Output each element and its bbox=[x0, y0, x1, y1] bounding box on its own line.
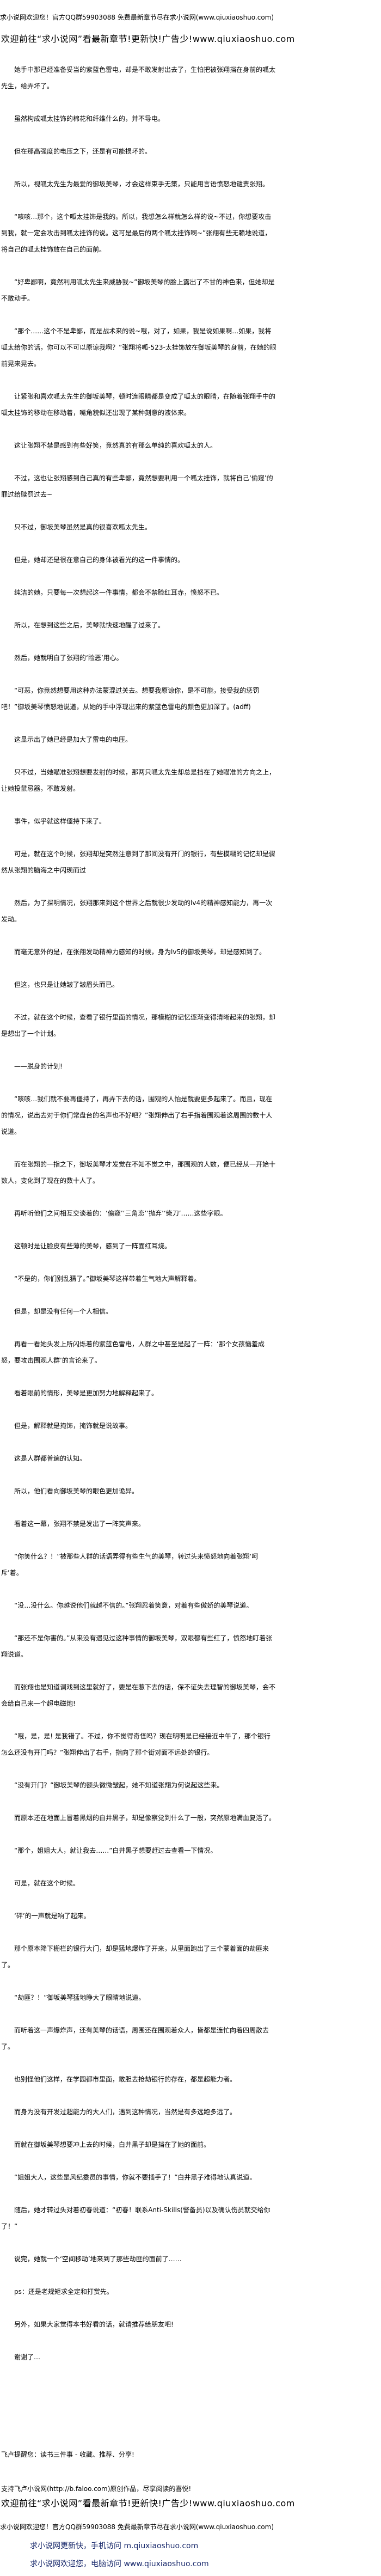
paragraph: “劫匪？！”御坂美琴猛地睁大了眼睛地说道。 bbox=[14, 1994, 145, 2001]
paragraph: 也别怪他们这样，在学园都市里面，敢胆去抢劫银行的存在，都是超能力者。 bbox=[14, 2076, 237, 2083]
paragraph: 虽然构成呱太挂饰的棉花和纤维什么的，并不导电。 bbox=[14, 115, 165, 123]
paragraph: 随后，她才转过头对着初春说道：“初春！联系Anti-Skills(警备员)以及确… bbox=[1, 2206, 271, 2230]
paragraph: 但是，她却还是很在意自己的身体被看光的这一件事情的。 bbox=[14, 556, 185, 564]
paragraph: 这顿时是让脸皮有些薄的美琴，感到了一阵面红耳烧。 bbox=[14, 1242, 171, 1250]
paragraph: 那个原本降下栅栏的银行大门，却是猛地爆炸了开来，从里面跑出了三个蒙着面的劫匪来了… bbox=[1, 1945, 269, 1969]
paragraph: ‘砰’的一声就是响了起来。 bbox=[14, 1912, 90, 1920]
paragraph: “咳咳…那个，这个呱太挂饰是我的。所以，我想怎么样就怎么样的说~不过，你想要攻击… bbox=[1, 213, 272, 253]
paragraph: ——脱身的计划! bbox=[14, 1063, 63, 1070]
paragraph: “咳咳…我们就不要再僵持了，再弄下去的话，围观的人怕是就要更多起来了。而且，现在… bbox=[1, 1095, 273, 1136]
mobile-access-link[interactable]: 求小说网更新快，手机访问 m.qiuxiaoshuo.com bbox=[30, 2542, 199, 2550]
paragraph: “那还不是你害的。”从来没有遇见过这种事情的御坂美琴，双眼都有些红了，愤怒地盯着… bbox=[1, 1634, 273, 1658]
paragraph: 这显示出了她已经是加大了雷电的电压。 bbox=[14, 736, 132, 743]
paragraph: 说完，她就一个‘空间移动’地来到了那些劫匪的面前了…… bbox=[14, 2255, 182, 2263]
paragraph: “不是的，你们别乱猜了。”御坂美琴这样带着生气地大声解释着。 bbox=[14, 1275, 201, 1283]
reading-reminder: 飞卢提醒您：读书三件事 - 收藏、推荐、分享! bbox=[1, 2451, 134, 2458]
paragraph: “没有开门？”御坂美琴的额头微微皱起，她不知道张翔为何说起这些来。 bbox=[14, 1781, 224, 1789]
paragraph: 她手中那已经准备妥当的紫蓝色雷电，却是不敢发射出去了，生怕把被张翔挡在身前的呱太… bbox=[1, 66, 276, 90]
promo-banner-bottom: 欢迎前往“求小说网”看最新章节!更新快!广告少!www.qiuxiaoshuo.… bbox=[1, 2498, 295, 2508]
paragraph: “你笑什么？！”被那些人群的话语弄得有些生气的美琴，转过头来愤怒地向着张翔‘呵斥… bbox=[1, 1553, 259, 1577]
paragraph: 纯洁的她，只要每一次想起这一件事情，都会不禁脸红耳赤，愤怒不已。 bbox=[14, 589, 224, 596]
paragraph: 而毫无意外的是，在张翔发动精神力感知的时候，身为lv5的御坂美琴，却是感知到了。 bbox=[14, 948, 266, 956]
site-notice-bottom: 求小说网欢迎您！官方QQ群59903088 免费最新章节尽在求小说网(www.q… bbox=[0, 2523, 274, 2531]
paragraph: 只不过，当她瞄准张翔想要发射的时候，那两只呱太先生却总是挡在了她瞄准的方向之上，… bbox=[1, 768, 276, 792]
paragraph: 再听听他们之间相互交谈着的：‘偷窥’‘三角恋’‘抛弃’‘柴刀’……这些字眼。 bbox=[14, 1210, 227, 1217]
promo-banner-top: 欢迎前往“求小说网”看最新章节!更新快!广告少!www.qiuxiaoshuo.… bbox=[1, 34, 295, 44]
support-faloo-note: 支持飞卢小说网(http://b.faloo.com)原创作品，尽享阅读的喜悦! bbox=[1, 2485, 192, 2493]
paragraph: 看着眼前的情形，美琴是更加努力地解释起来了。 bbox=[14, 1389, 158, 1397]
paragraph: 而张翔也是知道调戏到这里就好了，要是在惹下去的话，保不证失去理智的御坂美琴，会不… bbox=[1, 1683, 276, 1707]
paragraph: 这让张翔不禁是感到有些好笑，竟然真的有那么单纯的喜欢呱太的人。 bbox=[14, 442, 217, 449]
paragraph: 而就在御坂美琴想要冲上去的时候，白井黑子却是挡在了她的面前。 bbox=[14, 2141, 211, 2148]
paragraph: 事件，似乎就这样僵持下来了。 bbox=[14, 817, 106, 825]
paragraph: 然后，为了探明情况，张翔那来到这个世界之后就很少发动的lv4的精神感知能力，再一… bbox=[1, 899, 273, 923]
paragraph: 所以，在想到这些之后，美琴就快速地醒了过来了。 bbox=[14, 621, 165, 629]
paragraph: “可恶，你竟然想要用这种办法蒙混过关去。想要我原谅你，是不可能，接受我的惩罚吧！… bbox=[1, 687, 260, 711]
paragraph: 谢谢了… bbox=[14, 2353, 41, 2361]
paragraph: 可是，就在这个时候，张翔却是突然注意到了那间没有开门的银行，有些模糊的记忆却是骤… bbox=[1, 850, 276, 874]
paragraph: 但是，解释就是掩饰，掩饰就是说故事。 bbox=[14, 1422, 132, 1430]
paragraph: 所以，视呱太先生为最爱的御坂美琴，才会这样束手无策，只能用言语愤怒地谴责张翔。 bbox=[14, 180, 269, 188]
paragraph: 而身为没有开发过超能力的大人们，遇到这种情况，当然是有多远跑多远了。 bbox=[14, 2108, 237, 2116]
paragraph: “那个，姐姐大人，就让我去……”白井黑子想要赶过去查看一下情况。 bbox=[14, 1847, 217, 1854]
paragraph: 然后，她就明白了张翔的‘险恶’用心。 bbox=[14, 654, 123, 662]
paragraph: ps：还是老规矩求全定和打赏先。 bbox=[14, 2288, 113, 2296]
paragraph: 另外，如果大家觉得本书好看的话，就请推荐给朋友吧! bbox=[14, 2321, 174, 2328]
paragraph: 让紧张和喜欢呱太先生的御坂美琴，顿时连眼睛都是变成了呱太的眼睛，在随着张翔手中的… bbox=[1, 393, 276, 417]
paragraph: 看着这一幕，张翔不禁是发出了一阵笑声来。 bbox=[14, 1520, 145, 1528]
paragraph: 而原本还在地面上冒着黑烟的白井黑子，却是像察觉到什么了一般，突然原地满血复活了。 bbox=[14, 1814, 276, 1822]
paragraph: “哦，是，是! 是我错了。不过，你不觉得奇怪吗？现在明明是已经接近中午了，那个银… bbox=[1, 1732, 271, 1756]
paragraph: 这是人群都普遍的认知。 bbox=[14, 1455, 87, 1462]
paragraph: “好卑鄙啊，竟然利用呱太先生来威胁我~”御坂美琴的脸上露出了不甘的神色来，但她却… bbox=[1, 278, 275, 302]
paragraph: “那个……这个不是卑鄙，而是战术来的说~哦，对了，如果，我是说如果啊…如果，我将… bbox=[1, 327, 276, 368]
paragraph: 不过，就在这个时候，查看了银行里面的情况，那模糊的记忆逐渐变得清晰起来的张翔，却… bbox=[1, 1014, 276, 1037]
paragraph: 而在张翔的一指之下，御坂美琴才发觉在不知不觉之中，那围观的人数，便已经从一开始十… bbox=[1, 1161, 276, 1185]
paragraph: 不过，这也让张翔感到自己真的有些卑鄙，竟然想要利用一个呱太挂饰，就将自己‘偷窥’… bbox=[1, 474, 273, 498]
paragraph: 所以，他们看向御坂美琴的眼色更加诡异。 bbox=[14, 1487, 139, 1495]
paragraph: 但在那高强度的电压之下，还是有可能损坏的。 bbox=[14, 148, 152, 155]
desktop-access-link[interactable]: 求小说网欢迎您，电脑访问 www.qiuxiaoshuo.com bbox=[30, 2560, 209, 2568]
site-notice-top: 求小说网欢迎您！官方QQ群59903088 免费最新章节尽在求小说网(www.q… bbox=[0, 14, 274, 21]
paragraph: 可是，就在这个时候。 bbox=[14, 1879, 80, 1887]
paragraph: “姐姐大人，这些是风纪委员的事情，你就不要插手了！”白井黑子难得地认真说道。 bbox=[14, 2174, 256, 2181]
paragraph: 但这，也只是让她皱了皱眉头而已。 bbox=[14, 981, 119, 988]
paragraph: 只不过，御坂美琴虽然是真的很喜欢呱太先生。 bbox=[14, 523, 152, 531]
paragraph: 而听着这一声爆炸声，还有美琴的话语，周围还在围观着众人，皆都是连忙向着四周散去了… bbox=[1, 2026, 269, 2050]
chapter-content: 她手中那已经准备妥当的紫蓝色雷电，却是不敢发射出去了，生怕把被张翔挡在身前的呱太… bbox=[1, 62, 276, 2382]
paragraph: 但是，却是没有任何一个人相信。 bbox=[14, 1308, 113, 1315]
paragraph: 再看一看她头发上所闪烁着的紫蓝色雷电，人群之中甚至是起了一阵：‘那个女孩恼羞成怒… bbox=[1, 1340, 265, 1364]
paragraph: “没…没什么。你越说他们就越不信的。”张翔忍着笑意，对着有些傲娇的美琴说道。 bbox=[14, 1602, 253, 1609]
